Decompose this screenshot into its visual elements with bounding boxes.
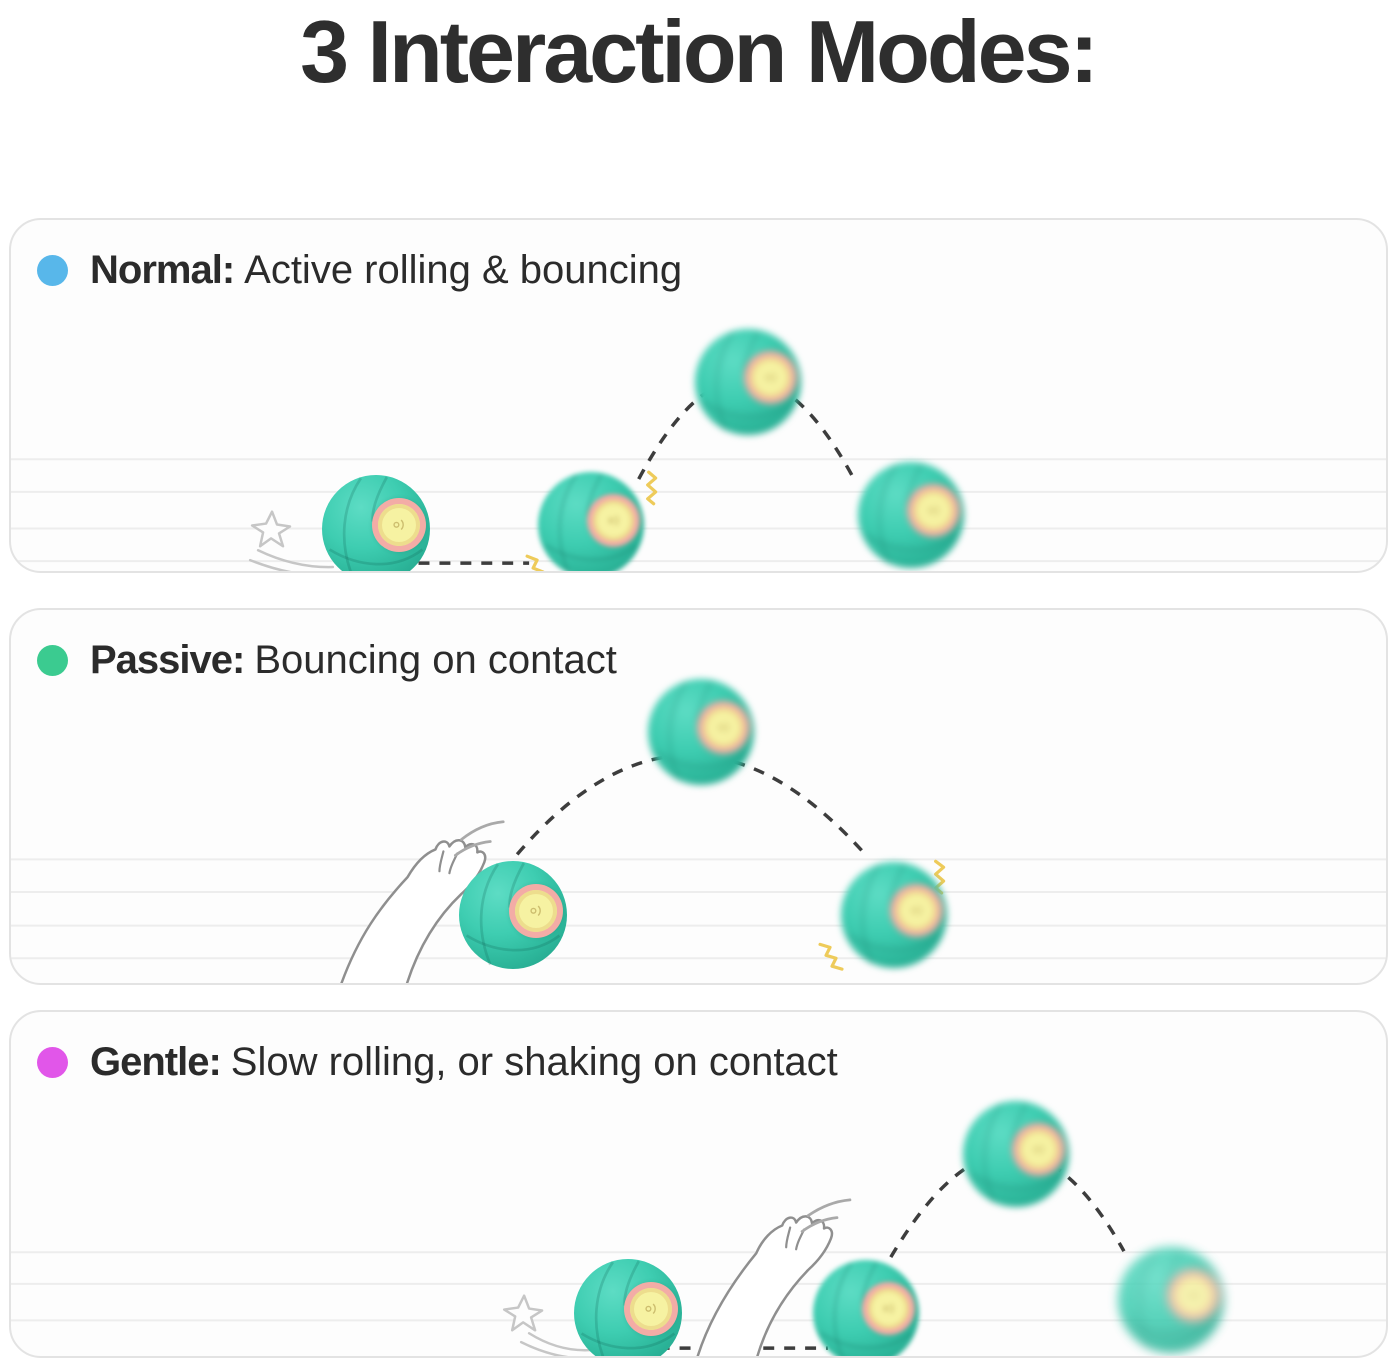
ball-led-module: [889, 884, 943, 938]
passive-mode-scene: [11, 753, 1386, 983]
ball-led-module: [861, 1282, 915, 1336]
normal-mode-text: Normal:Active rolling & bouncing: [90, 248, 682, 293]
ball-led-center: [377, 503, 420, 546]
ball-led-module: [371, 497, 426, 552]
ball-led-center: [912, 490, 954, 532]
swipe-sparkle-doodle: [248, 510, 335, 571]
passive-mode-dot-icon: [37, 645, 68, 676]
passive-mode-text: Passive:Bouncing on contact: [90, 638, 617, 683]
ball-logo-glyph: [717, 722, 729, 733]
pet-ball-bounce-peak: [648, 679, 754, 785]
ball-led-module: [906, 484, 960, 538]
gentle-mode-text: Gentle:Slow rolling, or shaking on conta…: [90, 1040, 838, 1085]
ball-logo-glyph: [607, 515, 619, 526]
ball-logo-glyph: [1187, 1290, 1199, 1301]
passive-mode-label: Passive:: [90, 638, 245, 682]
normal-mode-header: Normal:Active rolling & bouncing: [37, 248, 682, 293]
ball-logo-glyph: [645, 1303, 656, 1314]
floor-lines: [11, 458, 1386, 563]
normal-mode-dot-icon: [37, 255, 68, 286]
mode-panel-passive: Passive:Bouncing on contact: [9, 608, 1388, 985]
pet-ball-bounce-peak: [963, 1101, 1069, 1207]
pet-ball-bounce-peak: [695, 329, 801, 435]
cat-paw-illustration: [340, 839, 487, 983]
impact-squiggle-icon: [525, 470, 658, 571]
normal-mode-description: Active rolling & bouncing: [244, 248, 683, 292]
ball-led-center: [702, 707, 744, 749]
page-title: 3 Interaction Modes:: [300, 2, 1099, 101]
pet-ball: [574, 1259, 682, 1356]
pet-ball: [459, 861, 567, 969]
ball-logo-glyph: [910, 905, 922, 916]
ball-logo-glyph: [882, 1303, 894, 1314]
pet-ball-blurred: [538, 472, 644, 571]
pet-ball: [322, 475, 430, 571]
ball-led-center: [867, 1288, 909, 1330]
bounce-trajectory-dashed-arc: [515, 753, 870, 859]
ball-logo-glyph: [530, 905, 541, 916]
pet-ball-landing: [841, 862, 947, 968]
ball-led-module: [696, 701, 750, 755]
ball-led-module: [508, 883, 563, 938]
passive-mode-description: Bouncing on contact: [254, 638, 617, 682]
ball-led-center: [895, 890, 937, 932]
gentle-mode-header: Gentle:Slow rolling, or shaking on conta…: [37, 1040, 838, 1085]
pet-ball-landing-faded: [1118, 1247, 1224, 1353]
gentle-mode-dot-icon: [37, 1047, 68, 1078]
paw-motion-lines: [453, 820, 505, 857]
ball-led-center: [629, 1287, 672, 1330]
paw-motion-lines: [800, 1198, 852, 1233]
ball-logo-glyph: [927, 505, 939, 516]
ball-logo-glyph: [764, 372, 776, 383]
cat-paw-illustration: [696, 1215, 834, 1356]
normal-mode-label: Normal:: [90, 248, 235, 292]
ball-led-module: [1011, 1123, 1065, 1177]
pet-ball-blurred: [813, 1260, 919, 1356]
passive-mode-header: Passive:Bouncing on contact: [37, 638, 617, 683]
ball-led-center: [1172, 1275, 1214, 1317]
gentle-mode-label: Gentle:: [90, 1040, 222, 1084]
ball-led-center: [592, 500, 634, 542]
ball-led-module: [1166, 1269, 1220, 1323]
pet-ball-landing: [858, 462, 964, 568]
ball-led-module: [586, 494, 640, 548]
ball-led-center: [749, 357, 791, 399]
gentle-mode-description: Slow rolling, or shaking on contact: [230, 1040, 838, 1084]
mode-panel-normal: Normal:Active rolling & bouncing: [9, 218, 1388, 573]
ball-logo-glyph: [1032, 1144, 1044, 1155]
ball-led-center: [1017, 1129, 1059, 1171]
floor-lines: [11, 858, 1386, 960]
ball-logo-glyph: [393, 519, 404, 530]
swipe-sparkle-doodle: [502, 1294, 593, 1356]
ball-led-center: [514, 889, 557, 932]
normal-mode-scene: [11, 376, 1386, 571]
mode-panel-gentle: Gentle:Slow rolling, or shaking on conta…: [9, 1010, 1388, 1358]
ball-led-module: [743, 351, 797, 405]
ball-led-module: [623, 1281, 678, 1336]
